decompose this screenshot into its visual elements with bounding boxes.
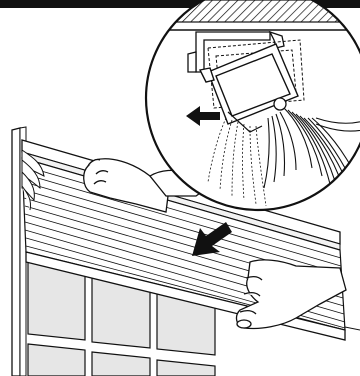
blind-removal-illustration bbox=[0, 0, 360, 376]
